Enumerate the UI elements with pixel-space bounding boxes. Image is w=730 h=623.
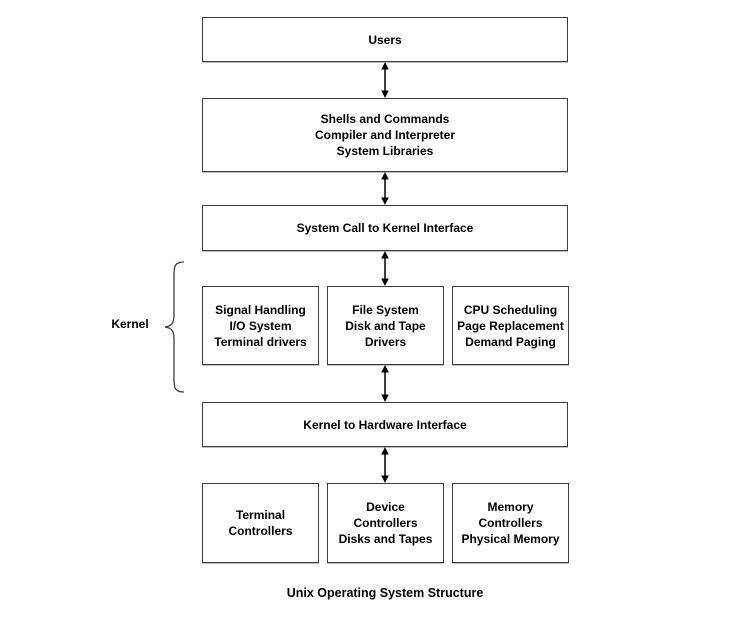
device-controllers-box: Device Controllers Disks and Tapes	[327, 483, 444, 563]
double-arrow-icon	[381, 62, 389, 98]
box-label-line: Shells and Commands	[320, 112, 450, 126]
box-label-line: System Libraries	[336, 144, 434, 158]
box-label-line: I/O System	[229, 318, 292, 333]
kernel-to-hardware-interface-box: Kernel to Hardware Interface	[202, 402, 568, 447]
double-arrow-icon	[381, 251, 389, 286]
cpu-scheduling-box: CPU Scheduling Page Replacement Demand P…	[452, 286, 569, 365]
box-label-line: Compiler and Interpreter	[314, 128, 456, 142]
box-label-line: Drivers	[364, 334, 407, 349]
users-box: Users	[202, 17, 568, 62]
box-label-line: Page Replacement	[457, 318, 564, 333]
double-arrow-icon	[381, 365, 389, 402]
box-label-line: Terminal drivers	[214, 334, 307, 349]
box-label-line: File System	[352, 302, 419, 317]
box-label-line: Controllers	[478, 516, 543, 530]
terminal-controllers-box: Terminal Controllers	[202, 483, 319, 563]
box-label-line: Kernel to Hardware Interface	[303, 417, 467, 432]
box-label-line: Physical Memory	[461, 532, 560, 546]
box-label-line: Terminal	[235, 508, 286, 522]
box-label-line: Users	[368, 32, 402, 47]
box-label-line: Signal Handling	[215, 302, 306, 317]
box-label-line: Memory	[487, 500, 534, 514]
double-arrow-icon	[381, 447, 389, 483]
box-label-line: Disks and Tapes	[338, 532, 433, 546]
diagram-caption: Unix Operating System Structure	[286, 586, 484, 600]
box-label-line: CPU Scheduling	[463, 302, 558, 317]
box-label-line: System Call to Kernel Interface	[296, 221, 474, 235]
file-system-box: File System Disk and Tape Drivers	[327, 286, 444, 365]
system-call-interface-box: System Call to Kernel Interface	[202, 205, 568, 251]
signal-handling-box: Signal Handling I/O System Terminal driv…	[202, 286, 319, 365]
double-arrow-icon	[381, 172, 389, 205]
box-label-line: Disk and Tape	[345, 318, 426, 333]
box-label-line: Demand Paging	[465, 334, 556, 349]
box-label-line: Controllers	[228, 524, 293, 538]
box-label-line: Device	[366, 500, 405, 514]
shells-and-commands-box: Shells and Commands Compiler and Interpr…	[202, 98, 568, 172]
kernel-brace	[164, 261, 185, 393]
kernel-label: Kernel	[111, 317, 149, 331]
box-label-line: Controllers	[353, 516, 418, 530]
memory-controllers-box: Memory Controllers Physical Memory	[452, 483, 569, 563]
